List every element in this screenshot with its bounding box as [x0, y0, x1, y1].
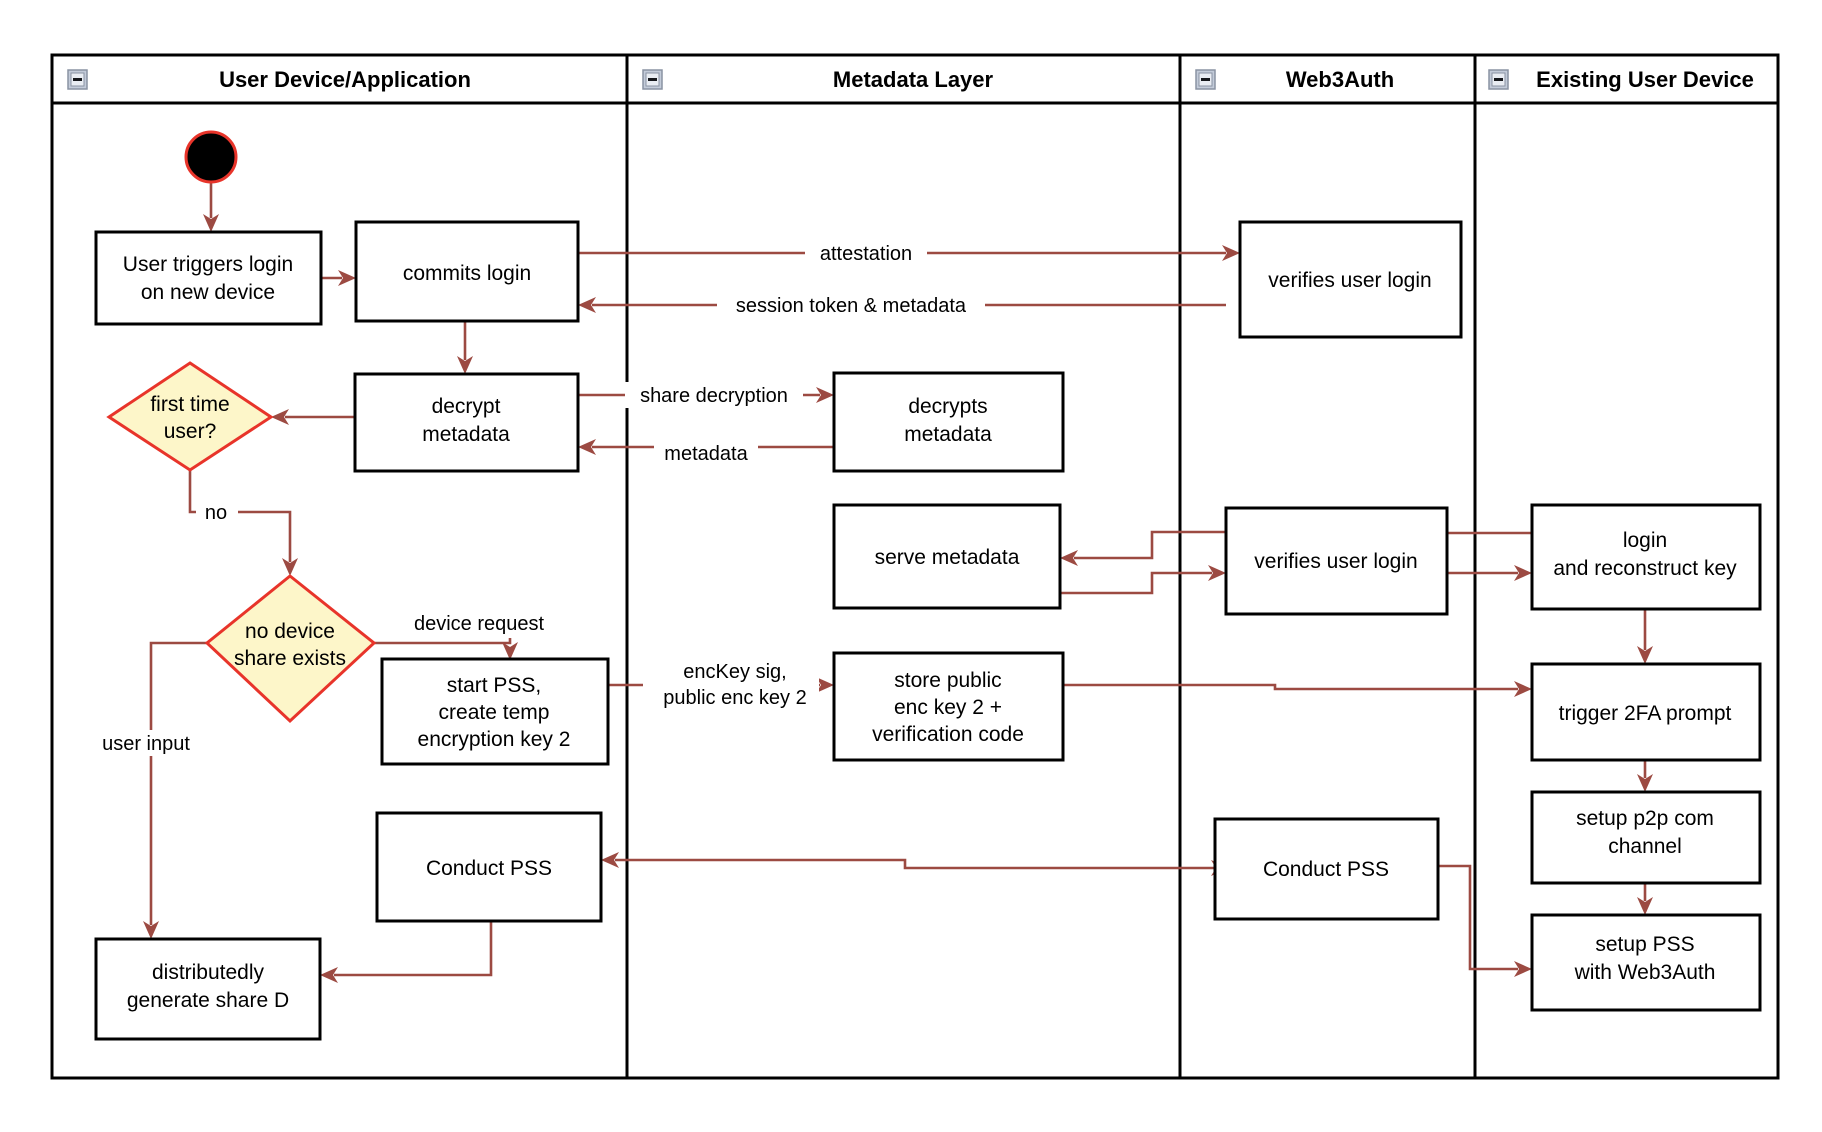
node-share-d-line-1: distributedly: [152, 961, 265, 984]
node-conduct-pss-web3auth[interactable]: Conduct PSS: [1213, 817, 1440, 921]
node-decrypt-metadata-line-1: decrypt: [432, 395, 501, 418]
edge-label-share-decryption: share decryption: [640, 385, 788, 407]
node-login-reconstruct-line-1: login: [1623, 529, 1667, 552]
edge-commits-to-decrypt: [457, 321, 473, 374]
node-user-triggers-login-line-1: User triggers login: [123, 253, 293, 276]
edge-user-triggers-to-commits: [321, 270, 356, 286]
edge-login-to-trigger-2fa: [1637, 609, 1653, 664]
edge-device-request: device request: [374, 610, 580, 660]
edge-serve-metadata-to-verifies-mid: [1060, 565, 1226, 595]
node-store-key-line-3: verification code: [872, 723, 1024, 746]
node-no-device-share-exists[interactable]: no device share exists: [204, 574, 377, 724]
node-conduct-pss-user-label: Conduct PSS: [426, 857, 552, 880]
lane-header-user-device[interactable]: User Device/Application: [67, 67, 471, 92]
collapse-icon-lane-3[interactable]: [1195, 69, 1216, 90]
lane-header-web3auth[interactable]: Web3Auth: [1195, 67, 1394, 92]
edge-trigger-2fa-to-p2p: [1637, 760, 1653, 792]
node-decrypt-metadata[interactable]: decrypt metadata: [353, 372, 580, 473]
node-conduct-pss-web3auth-label: Conduct PSS: [1263, 858, 1389, 881]
lane-header-metadata[interactable]: Metadata Layer: [642, 67, 994, 92]
node-first-time-user[interactable]: first time user?: [106, 361, 274, 472]
edge-no: no: [188, 470, 298, 576]
node-commits-login[interactable]: commits login: [354, 220, 580, 323]
node-no-device-share-line-2: share exists: [234, 647, 346, 670]
node-setup-pss-line-1: setup PSS: [1595, 933, 1694, 956]
node-setup-p2p-line-2: channel: [1608, 835, 1682, 858]
edge-label-device-request: device request: [414, 613, 545, 635]
edge-p2p-to-setup-pss: [1637, 883, 1653, 915]
edge-user-input: user input: [92, 641, 210, 939]
edge-share-decryption: share decryption: [578, 382, 834, 408]
node-conduct-pss-user[interactable]: Conduct PSS: [375, 811, 603, 923]
lane-title-web3auth: Web3Auth: [1286, 67, 1394, 92]
node-user-triggers-login[interactable]: User triggers login on new device: [94, 230, 323, 326]
edge-label-enckey-sig-line1: encKey sig,: [683, 661, 786, 683]
node-distributedly-generate-share-d[interactable]: distributedly generate share D: [94, 937, 322, 1041]
node-verifies-user-login-mid-label: verifies user login: [1254, 550, 1417, 573]
node-serve-metadata-label: serve metadata: [875, 546, 1020, 569]
node-decrypt-metadata-line-2: metadata: [422, 423, 510, 446]
collapse-icon-lane-1[interactable]: [67, 69, 88, 90]
node-decrypts-metadata-line-2: metadata: [904, 423, 992, 446]
edge-attestation: attestation: [578, 240, 1240, 266]
node-store-key-line-1: store public: [894, 669, 1001, 692]
edge-enckey-sig: encKey sig, public enc key 2: [608, 655, 834, 709]
node-share-d-line-2: generate share D: [127, 989, 289, 1012]
edge-label-session-token: session token & metadata: [736, 295, 967, 317]
lane-title-metadata: Metadata Layer: [833, 67, 994, 92]
node-store-key-line-2: enc key 2 +: [894, 696, 1002, 719]
node-verifies-user-login-top[interactable]: verifies user login: [1238, 220, 1463, 339]
node-login-and-reconstruct-key[interactable]: login and reconstruct key: [1530, 503, 1762, 611]
node-start[interactable]: [184, 130, 238, 184]
collapse-icon-lane-4[interactable]: [1488, 69, 1509, 90]
node-trigger-2fa-prompt[interactable]: trigger 2FA prompt: [1530, 662, 1762, 762]
lane-title-existing-device: Existing User Device: [1536, 67, 1754, 92]
edge-session-token-metadata: session token & metadata: [578, 292, 1226, 318]
edge-metadata-back: metadata: [578, 439, 834, 466]
lane-title-user-device: User Device/Application: [219, 67, 471, 92]
edge-label-user-input: user input: [102, 733, 190, 755]
node-user-triggers-login-line-2: on new device: [141, 281, 275, 304]
edge-label-enckey-sig-line2: public enc key 2: [663, 687, 806, 709]
node-trigger-2fa-prompt-label: trigger 2FA prompt: [1559, 702, 1732, 725]
node-start-pss-line-3: encryption key 2: [418, 728, 571, 751]
node-login-reconstruct-line-2: and reconstruct key: [1553, 557, 1737, 580]
node-first-time-user-line-2: user?: [164, 420, 217, 443]
node-decrypts-metadata-line-1: decrypts: [908, 395, 987, 418]
edge-label-metadata: metadata: [664, 443, 748, 465]
lane-header-existing-device[interactable]: Existing User Device: [1488, 67, 1754, 92]
edge-label-no: no: [205, 502, 227, 524]
node-start-pss-line-1: start PSS,: [447, 674, 542, 697]
node-setup-pss-with-web3auth[interactable]: setup PSS with Web3Auth: [1530, 913, 1762, 1012]
node-setup-p2p-com-channel[interactable]: setup p2p com channel: [1530, 790, 1762, 885]
edge-conduct-pss-to-share-d: [320, 921, 493, 983]
node-no-device-share-line-1: no device: [245, 620, 335, 643]
node-verifies-user-login-top-label: verifies user login: [1268, 269, 1431, 292]
node-store-public-enc-key[interactable]: store public enc key 2 + verification co…: [832, 651, 1065, 762]
node-verifies-user-login-mid[interactable]: verifies user login: [1224, 506, 1449, 616]
node-start-pss-create-temp-key[interactable]: start PSS, create temp encryption key 2: [380, 657, 610, 766]
node-setup-p2p-line-1: setup p2p com: [1576, 807, 1714, 830]
node-commits-login-label: commits login: [403, 262, 531, 285]
collapse-icon-lane-2[interactable]: [642, 69, 663, 90]
node-decrypts-metadata[interactable]: decrypts metadata: [832, 371, 1065, 473]
edge-decrypt-to-first-time-user: [271, 409, 355, 425]
node-first-time-user-line-1: first time: [150, 393, 229, 416]
edge-verifies-mid-to-serve-metadata: [1060, 530, 1226, 566]
node-serve-metadata[interactable]: serve metadata: [832, 503, 1062, 610]
node-setup-pss-line-2: with Web3Auth: [1574, 961, 1716, 984]
node-start-pss-line-2: create temp: [439, 701, 550, 724]
edge-label-attestation: attestation: [820, 243, 912, 265]
edge-store-key-to-trigger-2fa: [1063, 681, 1532, 697]
